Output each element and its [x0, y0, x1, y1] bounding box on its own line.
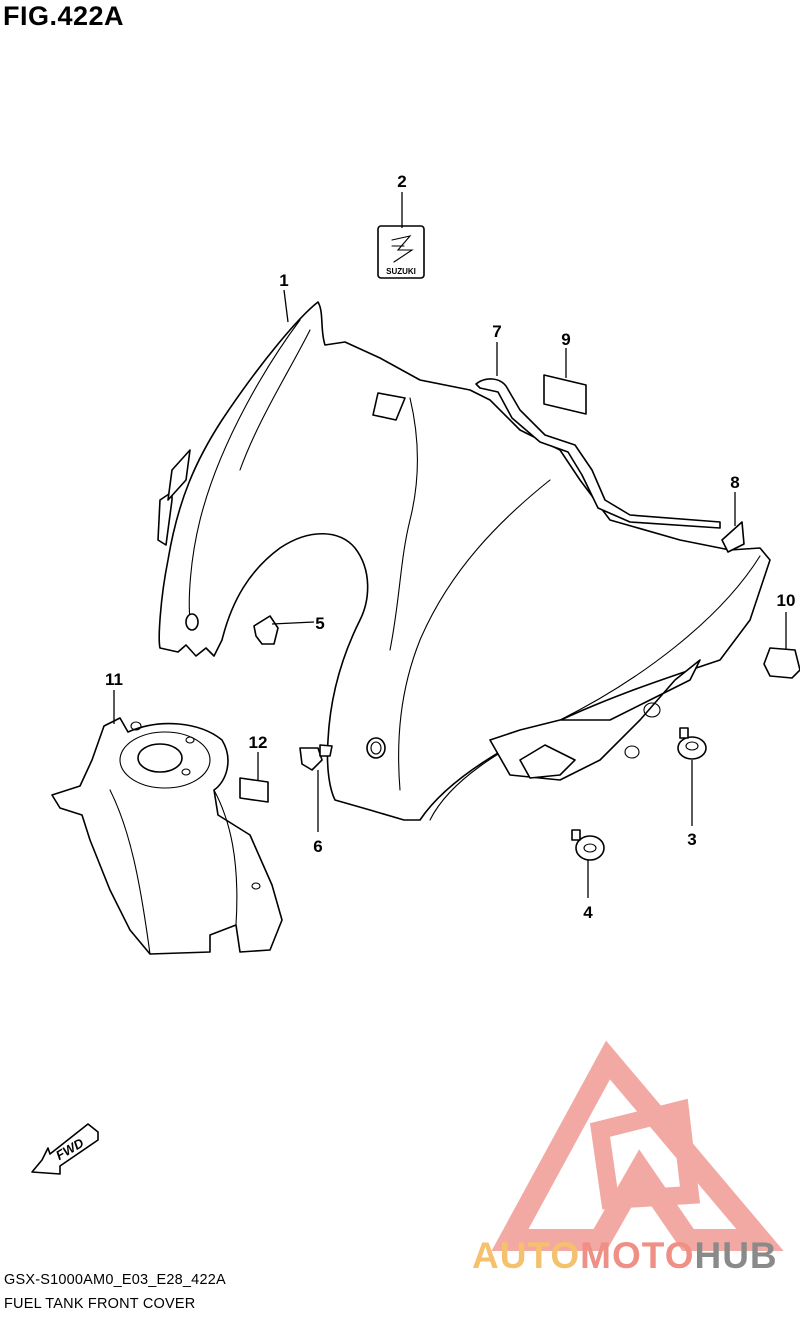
callout-10: 10 [777, 591, 796, 610]
svg-text:AUTOMOTOHUB: AUTOMOTOHUB [472, 1235, 778, 1276]
figure-title: FIG.422A [3, 1, 125, 31]
watermark-text: AUTOMOTOHUB [472, 1235, 778, 1276]
leader-lines [113, 192, 787, 898]
inner-cover [51, 717, 283, 955]
watermark-moto: MOTO [580, 1235, 694, 1276]
seal-strip [475, 378, 721, 529]
model-code: GSX-S1000AM0_E03_E28_422A [4, 1272, 226, 1288]
watermark-hub: HUB [694, 1235, 777, 1276]
callout-12: 12 [249, 733, 268, 752]
section-name: FUEL TANK FRONT COVER [4, 1296, 196, 1312]
callout-3: 3 [687, 830, 696, 849]
callout-8: 8 [730, 473, 739, 492]
fwd-arrow: FWD [31, 1123, 99, 1175]
clip-5 [253, 615, 279, 645]
watermark-auto: AUTO [472, 1235, 580, 1276]
front-cover-panel [157, 301, 771, 821]
callout-11: 11 [105, 670, 123, 689]
callout-4: 4 [583, 903, 593, 922]
screw-4 [571, 829, 605, 861]
watermark-logo [491, 1040, 784, 1251]
callout-9: 9 [561, 330, 570, 349]
screw-3 [677, 727, 707, 760]
pad-9 [543, 374, 587, 415]
callouts: 1 2 3 4 5 6 7 8 9 10 11 12 [105, 172, 795, 922]
pad-12 [239, 777, 269, 803]
cushion-10 [763, 647, 800, 679]
callout-2: 2 [397, 172, 406, 191]
callout-1: 1 [279, 271, 288, 290]
rivet-6 [299, 744, 333, 771]
callout-6: 6 [313, 837, 322, 856]
callout-5: 5 [315, 614, 324, 633]
callout-7: 7 [492, 322, 501, 341]
emblem-text: SUZUKI [386, 267, 416, 276]
suzuki-emblem: SUZUKI [377, 225, 425, 279]
pad-8 [721, 521, 745, 553]
